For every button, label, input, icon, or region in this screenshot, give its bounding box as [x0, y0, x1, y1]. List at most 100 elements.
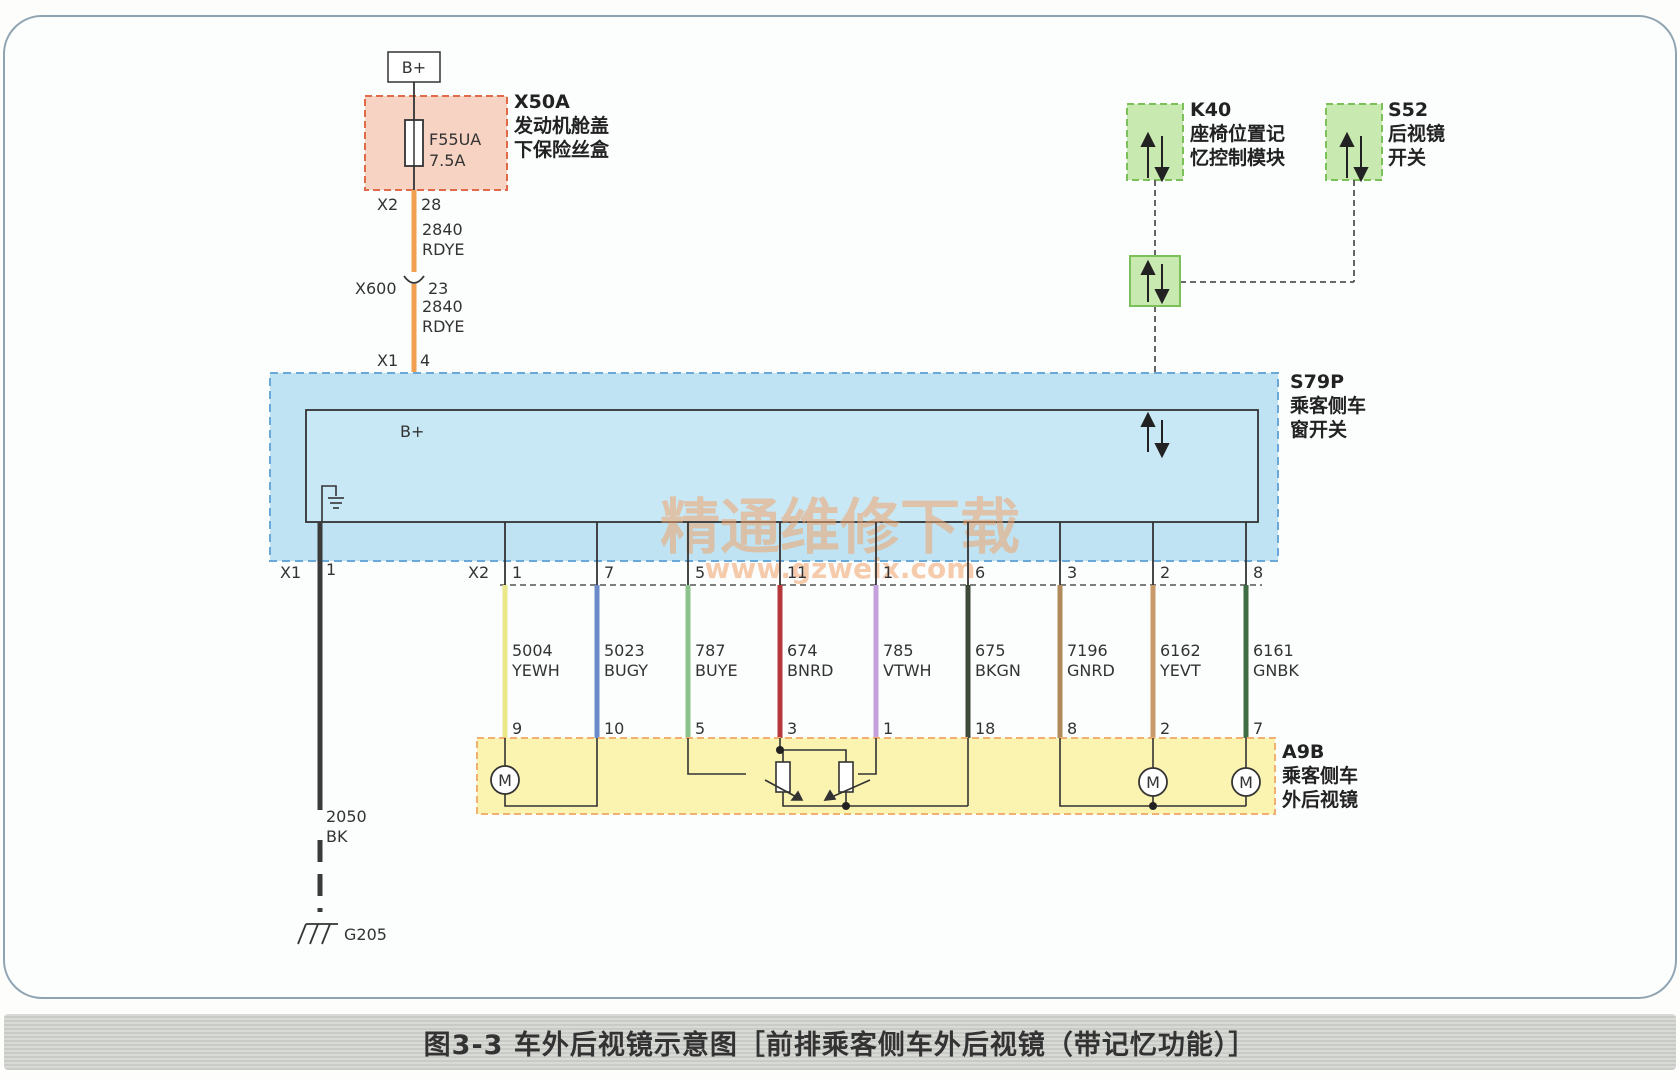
wire-color: BUYE — [695, 661, 738, 680]
motor-3-label: M — [1239, 773, 1253, 792]
feed-wire-2-circuit: 2840 — [422, 297, 463, 316]
gateway-module-box — [1129, 255, 1181, 307]
s79p-switch-body — [305, 409, 1259, 523]
wire-color: BUGY — [604, 661, 648, 680]
junction-dot-3 — [1149, 802, 1157, 810]
mirror-motor-1: M — [490, 765, 520, 795]
wire-bottom-pin: 9 — [512, 719, 522, 738]
ground-wire-color: BK — [326, 827, 348, 846]
feed-wire-1-color: RDYE — [422, 240, 464, 259]
wire-color: YEWH — [511, 661, 560, 680]
fuse-box-connector: X2 — [377, 195, 398, 214]
wire-bottom-pin: 10 — [604, 719, 624, 738]
wire-color: BNRD — [787, 661, 833, 680]
wire-top-pin: 1 — [512, 563, 522, 582]
feed-wire-1-circuit: 2840 — [422, 220, 463, 239]
figure-caption: 图3-3 车外后视镜示意图［前排乘客侧车外后视镜（带记忆功能）］ — [423, 1029, 1257, 1061]
ground-connector-pin: 1 — [326, 560, 336, 579]
switch-input-connector: X1 — [377, 351, 398, 370]
a9b-name-1: 乘客侧车 — [1281, 764, 1358, 787]
k40-module-box — [1126, 103, 1184, 181]
wire-bottom-pin: 1 — [883, 719, 893, 738]
internal-ground-icon — [321, 485, 344, 522]
motor-2-label: M — [1146, 773, 1160, 792]
a9b-name-2: 外后视镜 — [1282, 788, 1358, 811]
wire-circuit: 5004 — [512, 641, 553, 660]
fuse-box-name-2: 下保险丝盒 — [514, 138, 610, 161]
wire-color: GNRD — [1067, 661, 1115, 680]
x2-connector-id: X2 — [468, 563, 489, 582]
motor-1-label: M — [498, 771, 512, 790]
s79p-id: S79P — [1290, 371, 1344, 393]
wire-top-pin: 1 — [883, 563, 893, 582]
wire-bottom-pin: 3 — [787, 719, 797, 738]
caption-bar: 图3-3 车外后视镜示意图［前排乘客侧车外后视镜（带记忆功能）］ — [4, 1014, 1676, 1070]
wire-circuit: 5023 — [604, 641, 645, 660]
junction-dot-1 — [776, 746, 784, 754]
ground-connector-id: X1 — [280, 563, 301, 582]
wire-bottom-pin: 2 — [1160, 719, 1170, 738]
s79p-b-plus: B+ — [400, 422, 424, 441]
wire-circuit: 7196 — [1067, 641, 1108, 660]
s79p-name-2: 窗开关 — [1290, 418, 1347, 441]
wire-circuit: 787 — [695, 641, 726, 660]
data-bus-links — [1154, 180, 1355, 410]
power-source-label: B+ — [402, 58, 426, 77]
wire-bottom-pin: 18 — [975, 719, 995, 738]
a9b-id: A9B — [1282, 741, 1324, 763]
wire-color: VTWH — [883, 661, 932, 680]
mirror-motor-2: M — [1138, 767, 1168, 797]
s79p-name-1: 乘客侧车 — [1289, 394, 1366, 417]
wire-circuit: 6161 — [1253, 641, 1294, 660]
fuse-box-name-1: 发动机舱盖 — [513, 114, 609, 137]
mirror-position-sensor-1 — [775, 761, 791, 793]
s52-id: S52 — [1388, 99, 1428, 121]
wire-color: BKGN — [975, 661, 1021, 680]
wire-top-pin: 6 — [975, 563, 985, 582]
s52-name-2: 开关 — [1388, 146, 1426, 169]
fuse-name: F55UA — [429, 130, 481, 149]
chassis-ground-icon — [297, 923, 338, 945]
ground-wire-circuit: 2050 — [326, 807, 367, 826]
wire-bottom-pin: 8 — [1067, 719, 1077, 738]
s52-switch-box — [1325, 103, 1383, 181]
wire-top-pin: 8 — [1253, 563, 1263, 582]
watermark-url: www.gzweix.com — [705, 552, 976, 585]
k40-name-2: 忆控制模块 — [1190, 146, 1286, 169]
wire-bottom-pin: 7 — [1253, 719, 1263, 738]
wire-circuit: 6162 — [1160, 641, 1201, 660]
wire-top-pin: 11 — [787, 563, 807, 582]
fuse-box — [364, 95, 508, 191]
wire-circuit: 674 — [787, 641, 818, 660]
mirror-motor-3: M — [1231, 767, 1261, 797]
ground-id: G205 — [344, 925, 387, 944]
wire-circuit: 785 — [883, 641, 914, 660]
inline-connector-pin: 23 — [428, 279, 448, 298]
k40-id: K40 — [1190, 99, 1231, 121]
junction-dot-2 — [842, 802, 850, 810]
fuse-box-id: X50A — [514, 91, 570, 113]
wire-top-pin: 2 — [1160, 563, 1170, 582]
wire-color: YEVT — [1159, 661, 1201, 680]
wire-color: GNBK — [1253, 661, 1299, 680]
inline-connector-id: X600 — [355, 279, 397, 298]
wire-bottom-pin: 5 — [695, 719, 705, 738]
wire-top-pin: 3 — [1067, 563, 1077, 582]
inline-connector-symbol — [403, 275, 425, 284]
wire-top-pin: 7 — [604, 563, 614, 582]
mirror-position-sensor-2 — [838, 761, 854, 793]
fuse-rating: 7.5A — [429, 151, 465, 170]
watermark-chinese: 精通维修下载 — [660, 493, 1020, 563]
sensor-wiper-arrows — [764, 779, 871, 801]
switch-input-pin: 4 — [420, 351, 430, 370]
